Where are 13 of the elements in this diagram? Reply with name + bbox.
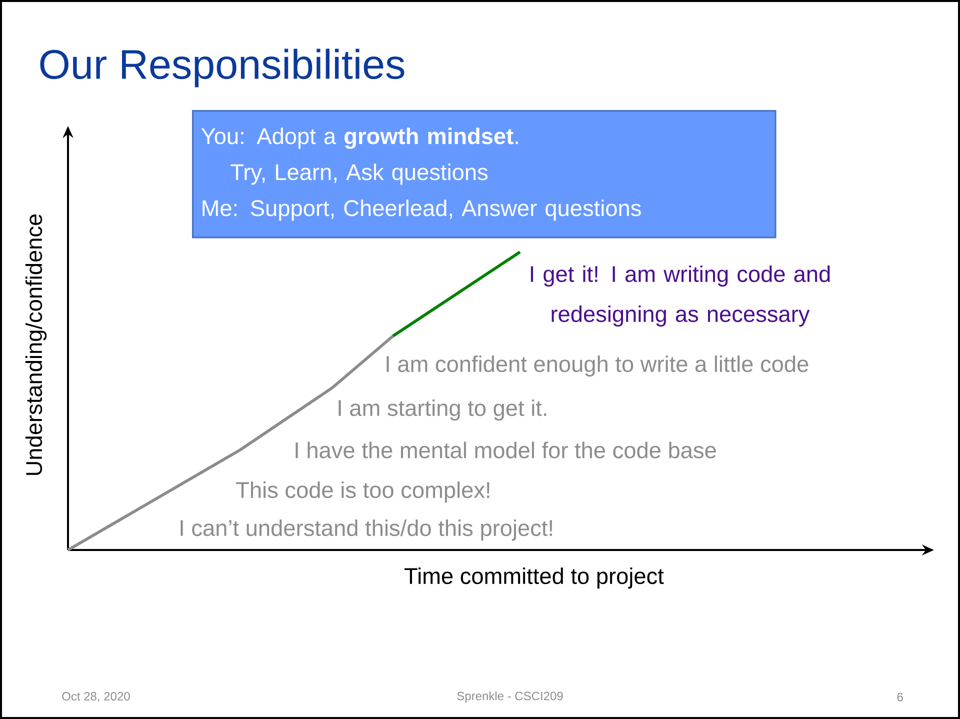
stage-label: This code is too complex! <box>236 481 490 503</box>
title: Our Responsibilities <box>40 48 404 88</box>
stage-label: I get it! I am writing code and redesigning as necessary <box>530 265 830 327</box>
stage-label: I have the mental model for the code base <box>296 442 716 458</box>
y-axis-label: Understanding/confidence <box>25 214 47 475</box>
footer-text: Sprenkle - CSCI209 <box>457 691 563 703</box>
stage-label: I am starting to get it. <box>338 399 546 421</box>
footer-date: Oct 28, 2020 <box>62 692 130 702</box>
callout-box: You: Adopt a growth mindset. Try, Learn, Ask questions Me: Support, Cheerlead, Answer questions <box>192 110 776 238</box>
stage-label: I can’t understand this/do this project! <box>180 519 552 541</box>
page-number: 6 <box>897 692 903 702</box>
stage-label: I am confident enough to write a little code <box>386 355 808 377</box>
x-axis-label: Time committed to project <box>404 567 664 589</box>
